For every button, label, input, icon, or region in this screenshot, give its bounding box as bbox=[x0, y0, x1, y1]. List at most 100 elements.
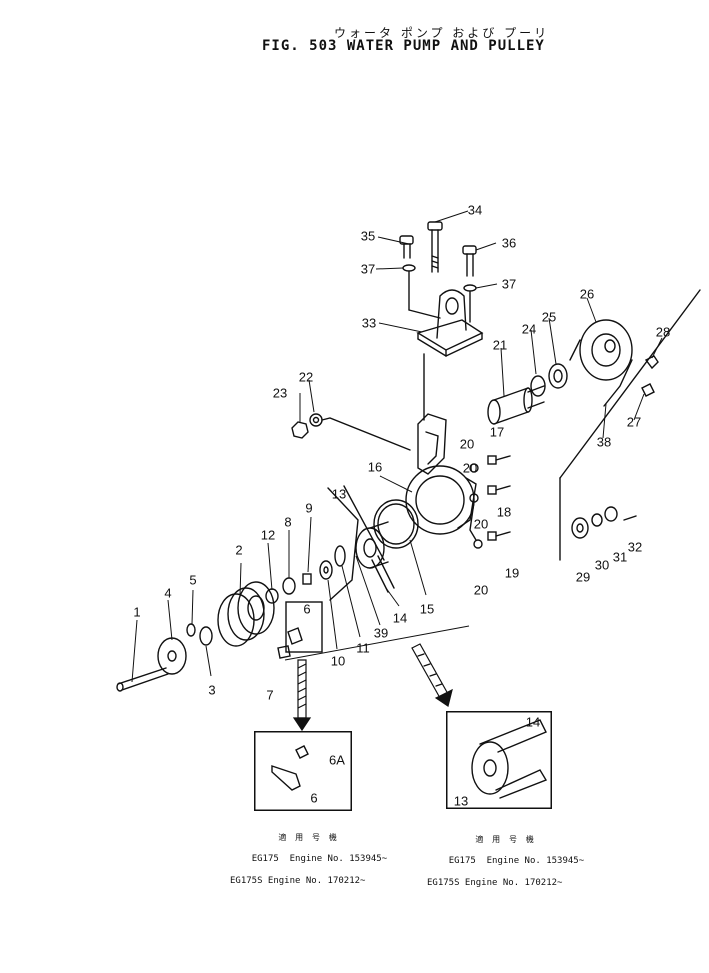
callout-8: 8 bbox=[284, 514, 292, 530]
callout-25: 25 bbox=[541, 309, 557, 325]
inset-left-note: 適 用 号 機 EG175 Engine No. 153945~ EG175S … bbox=[230, 810, 387, 898]
callout-22: 22 bbox=[298, 369, 314, 385]
hatched-arrow-right bbox=[411, 643, 453, 707]
nut-23 bbox=[291, 421, 309, 439]
title-english: FIG. 503 WATER PUMP AND PULLEY bbox=[262, 38, 545, 54]
inset-right-frame bbox=[446, 711, 552, 809]
nut-5 bbox=[186, 623, 196, 637]
bearing-24 bbox=[530, 375, 546, 397]
bolt-34 bbox=[427, 221, 443, 273]
callout-12: 12 bbox=[260, 527, 276, 543]
inset-left-note-line-2: EG175S Engine No. 170212~ bbox=[230, 876, 366, 886]
inset-right-note-line-2: EG175S Engine No. 170212~ bbox=[427, 878, 563, 888]
callout-11: 11 bbox=[356, 640, 370, 656]
title-japanese: ウォータ ポンプ および プーリ bbox=[334, 26, 550, 40]
callout-32: 32 bbox=[627, 539, 643, 555]
shaft-1 bbox=[116, 667, 169, 692]
spacer-11 bbox=[334, 545, 346, 567]
callout-27: 27 bbox=[626, 414, 642, 430]
nut-28 bbox=[644, 355, 659, 370]
washer-37-right bbox=[463, 284, 477, 292]
adjuster-6 bbox=[287, 627, 303, 645]
callout-31: 31 bbox=[612, 549, 628, 565]
inset-left-note-header: 適 用 号 機 bbox=[278, 833, 339, 842]
callout-18: 18 bbox=[496, 504, 512, 520]
inset-right-callout-13: 13 bbox=[453, 793, 469, 809]
spacer-9 bbox=[302, 573, 312, 585]
callout-21: 21 bbox=[492, 337, 508, 353]
inset-right-note-line-1: EG175 Engine No. 153945~ bbox=[448, 856, 585, 866]
bolt-27 bbox=[641, 383, 655, 397]
callout-38: 38 bbox=[596, 434, 612, 450]
callout-15: 15 bbox=[419, 601, 435, 617]
nut-31 bbox=[604, 506, 618, 522]
callout-16: 16 bbox=[367, 459, 383, 475]
callout-39: 39 bbox=[373, 625, 389, 641]
callout-36: 36 bbox=[501, 235, 517, 251]
callout-2: 2 bbox=[235, 542, 243, 558]
bolt-17 bbox=[487, 455, 511, 465]
o-ring-15 bbox=[373, 499, 419, 549]
bearing-10 bbox=[319, 560, 333, 580]
callout-7: 7 bbox=[266, 687, 274, 703]
callout-20-b: 20 bbox=[473, 516, 489, 532]
inset-left-frame bbox=[254, 731, 352, 811]
callout-37-right: 37 bbox=[501, 276, 517, 292]
inset-right-parts bbox=[471, 719, 548, 799]
callout-29: 29 bbox=[575, 569, 591, 585]
bearing-8 bbox=[282, 577, 296, 595]
inset-left-parts bbox=[271, 745, 309, 791]
pulley-26 bbox=[569, 319, 633, 407]
callout-20-c: 20 bbox=[473, 582, 489, 598]
callout-1: 1 bbox=[133, 604, 141, 620]
washer-30 bbox=[591, 513, 603, 527]
washer-22 bbox=[309, 413, 323, 427]
washer-37-left bbox=[402, 264, 416, 272]
callout-14: 14 bbox=[392, 610, 408, 626]
callout-5: 5 bbox=[189, 572, 197, 588]
pin-32 bbox=[623, 515, 637, 521]
bolt-7 bbox=[277, 645, 291, 659]
callout-34: 34 bbox=[467, 202, 483, 218]
callout-37-left: 37 bbox=[360, 261, 376, 277]
inset-left-callout-6a: 6A bbox=[329, 752, 345, 768]
callout-23: 23 bbox=[272, 385, 288, 401]
callout-26: 26 bbox=[579, 286, 595, 302]
shaft-21 bbox=[487, 385, 545, 425]
bracket-33 bbox=[416, 289, 484, 357]
inset-right-note: 適 用 号 機 EG175 Engine No. 153945~ EG175S … bbox=[427, 812, 584, 900]
inset-left-callout-6: 6 bbox=[310, 790, 318, 806]
tension-pulley-13 bbox=[355, 521, 395, 593]
bearing-29 bbox=[571, 517, 589, 539]
callout-10: 10 bbox=[330, 653, 346, 669]
seal-3 bbox=[199, 626, 213, 646]
hatched-arrow-left bbox=[292, 659, 312, 732]
callout-3: 3 bbox=[208, 682, 216, 698]
callout-13: 13 bbox=[331, 486, 347, 502]
callout-24: 24 bbox=[521, 321, 537, 337]
washer-20a bbox=[469, 463, 479, 473]
callout-20-a: 20 bbox=[459, 436, 475, 452]
inset-left bbox=[254, 731, 352, 811]
callout-20-d: 20 bbox=[462, 460, 478, 476]
callout-17: 17 bbox=[489, 424, 505, 440]
bolt-19 bbox=[487, 531, 511, 541]
inset-right bbox=[446, 711, 552, 809]
inset-right-note-header: 適 用 号 機 bbox=[475, 835, 536, 844]
inset-right-callout-14: 14 bbox=[525, 714, 541, 730]
callout-33: 33 bbox=[361, 315, 377, 331]
callout-28: 28 bbox=[655, 324, 671, 340]
bolt-35 bbox=[399, 235, 414, 259]
callout-4: 4 bbox=[164, 585, 172, 601]
inset-left-note-line-1: EG175 Engine No. 153945~ bbox=[251, 854, 388, 864]
bearing-25 bbox=[548, 363, 568, 389]
callout-6: 6 bbox=[303, 601, 311, 617]
callout-35: 35 bbox=[360, 228, 376, 244]
washer-20c bbox=[473, 539, 483, 549]
callout-19: 19 bbox=[504, 565, 520, 581]
callout-30: 30 bbox=[594, 557, 610, 573]
part-6-box bbox=[285, 601, 323, 653]
bolt-18 bbox=[487, 485, 511, 495]
